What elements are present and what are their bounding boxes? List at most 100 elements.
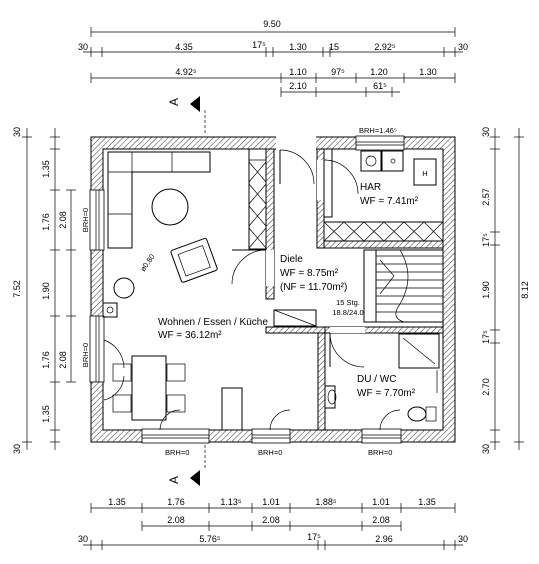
dim-top-r1-2: 17⁵ [252, 40, 266, 50]
dim-right-1: 2.57 [481, 188, 491, 206]
brh-left-1: BRH=0 [81, 343, 90, 367]
worktop [221, 387, 243, 431]
dim-bottom-r1-0: 1.35 [108, 497, 126, 507]
dim-bottom-r1-2: 1.13⁵ [220, 497, 242, 507]
dim-left-4: 1.76 [41, 351, 51, 369]
brh-bottom-1: BRH=0 [258, 448, 282, 457]
dim-left-2: 1.76 [41, 213, 51, 231]
section-marker-top: A [167, 96, 206, 135]
right-dimensions: 30 2.57 17⁵ 1.90 17⁵ 2.70 30 8.12 [481, 127, 530, 454]
dim-top-r3-0: 2.10 [289, 81, 307, 91]
dim-bottom-r1-5: 1.01 [372, 497, 390, 507]
dim-left-0: 30 [12, 127, 22, 137]
har-cabinets [323, 221, 444, 242]
room-diele-name: Diele [280, 254, 303, 265]
room-har-area: WF = 7.41m² [360, 196, 419, 207]
top-dimensions: 9.50 30 4.35 17⁵ 1.30 15 2.92⁵ 30 4.92⁵ … [78, 19, 468, 97]
wall-diele-bottom [265, 326, 327, 334]
section-marker-bottom: A [167, 445, 206, 486]
brh-left-0: BRH=0 [81, 208, 90, 232]
dim-left-outer: 7.52 [12, 280, 22, 298]
dim-right-0: 30 [481, 127, 491, 137]
dim-top-r2-3: 1.20 [370, 67, 388, 77]
dim-right-5: 2.70 [481, 378, 491, 396]
staircase: 15 Stg. 18.8/24.0 [332, 249, 444, 323]
room-har-name: HAR [360, 182, 381, 193]
shower [398, 333, 440, 369]
room-labels: Wohnen / Essen / Küche WF = 36.12m² Diel… [158, 182, 419, 399]
dim-top-r1-5: 2.92⁵ [374, 42, 396, 52]
washbasin [324, 385, 336, 409]
section-label-top: A [167, 98, 181, 106]
dim-bottom-r2-0: 2.08 [167, 515, 185, 525]
dim-top-r2-4: 1.30 [419, 67, 437, 77]
heater [413, 158, 437, 186]
wall-har-stairs [323, 240, 444, 249]
kitchen-unit [248, 148, 267, 250]
stairs-count: 15 Stg. [336, 298, 360, 307]
dim-top-r3-1: 61⁵ [373, 81, 387, 91]
bottom-dimensions: 1.35 1.76 1.13⁵ 1.01 1.88⁵ 1.01 1.35 2.0… [78, 497, 468, 550]
armchair [170, 237, 218, 283]
round-table [151, 188, 189, 226]
dim-top-r1-4: 15 [329, 42, 339, 52]
wall-diele-du [317, 332, 326, 431]
room-du-area: WF = 7.70m² [357, 388, 416, 399]
dim-left-3: 1.90 [41, 282, 51, 300]
brh-labels: BRH=1.46⁵ BRH=0 BRH=0 BRH=0 BRH=0 BRH=0 [81, 126, 397, 457]
dim-top-r1-0: 30 [78, 42, 88, 52]
dim-right-2: 17⁵ [481, 233, 491, 247]
room-diele-area: WF = 8.75m² [280, 268, 339, 279]
dim-bottom-r2-1: 2.08 [262, 515, 280, 525]
front-door-swing [279, 149, 315, 185]
room-du-name: DU / WC [357, 374, 396, 385]
dim-bottom-r3-3: 2.96 [375, 534, 393, 544]
dim-bottom-r3-4: 30 [458, 534, 468, 544]
dryer [381, 150, 404, 172]
doors [103, 149, 401, 431]
stove [113, 277, 135, 299]
stove-label: ø0.80 [138, 252, 156, 273]
dim-bottom-r3-2: 17⁵ [307, 532, 321, 542]
dim-right-4: 17⁵ [481, 330, 491, 344]
dim-bottom-r1-4: 1.88⁵ [315, 497, 337, 507]
dim-top-r2-1: 1.10 [289, 67, 307, 77]
dim-bottom-r3-0: 30 [78, 534, 88, 544]
brh-top: BRH=1.46⁵ [359, 126, 397, 135]
left-dimensions: 7.52 30 1.35 1.76 1.90 1.76 1.35 30 2.08… [12, 127, 76, 454]
dim-left-5: 1.35 [41, 405, 51, 423]
dining-table [131, 355, 167, 421]
dim-top-r1-3: 1.30 [289, 42, 307, 52]
section-arrow-top [190, 96, 200, 112]
dim-right-3: 1.90 [481, 281, 491, 299]
wall-du-top [324, 326, 444, 334]
room-living-area: WF = 36.12m² [158, 330, 222, 341]
dim-left-1: 1.35 [41, 160, 51, 178]
dim-top-r1-1: 4.35 [175, 42, 193, 52]
brh-bottom-2: BRH=0 [368, 448, 392, 457]
sofa [107, 151, 211, 249]
room-diele-area2: (NF = 11.70m²) [280, 282, 347, 293]
windows [89, 135, 405, 444]
dim-top-r2-0: 4.92⁵ [175, 67, 197, 77]
washer [360, 150, 382, 172]
stairs-ratio: 18.8/24.0 [332, 308, 363, 317]
dim-bottom-r2-2: 2.08 [372, 515, 390, 525]
room-living-name: Wohnen / Essen / Küche [158, 317, 268, 328]
section-arrow-bottom [190, 470, 200, 486]
dim-top-r2-2: 97⁵ [331, 67, 345, 77]
brh-bottom-0: BRH=0 [165, 448, 189, 457]
dim-left-window-0: 2.08 [58, 211, 68, 229]
dim-left-window-1: 2.08 [58, 351, 68, 369]
dim-overall-top: 9.50 [263, 19, 281, 29]
dim-bottom-r1-6: 1.35 [418, 497, 436, 507]
dim-bottom-r1-3: 1.01 [262, 497, 280, 507]
dim-left-6: 30 [12, 444, 22, 454]
dim-bottom-r3-1: 5.76⁵ [199, 534, 221, 544]
dim-bottom-r1-1: 1.76 [167, 497, 185, 507]
dim-top-r1-6: 30 [458, 42, 468, 52]
dim-right-outer: 8.12 [520, 281, 530, 299]
dim-right-6: 30 [481, 444, 491, 454]
toilet [407, 406, 427, 422]
